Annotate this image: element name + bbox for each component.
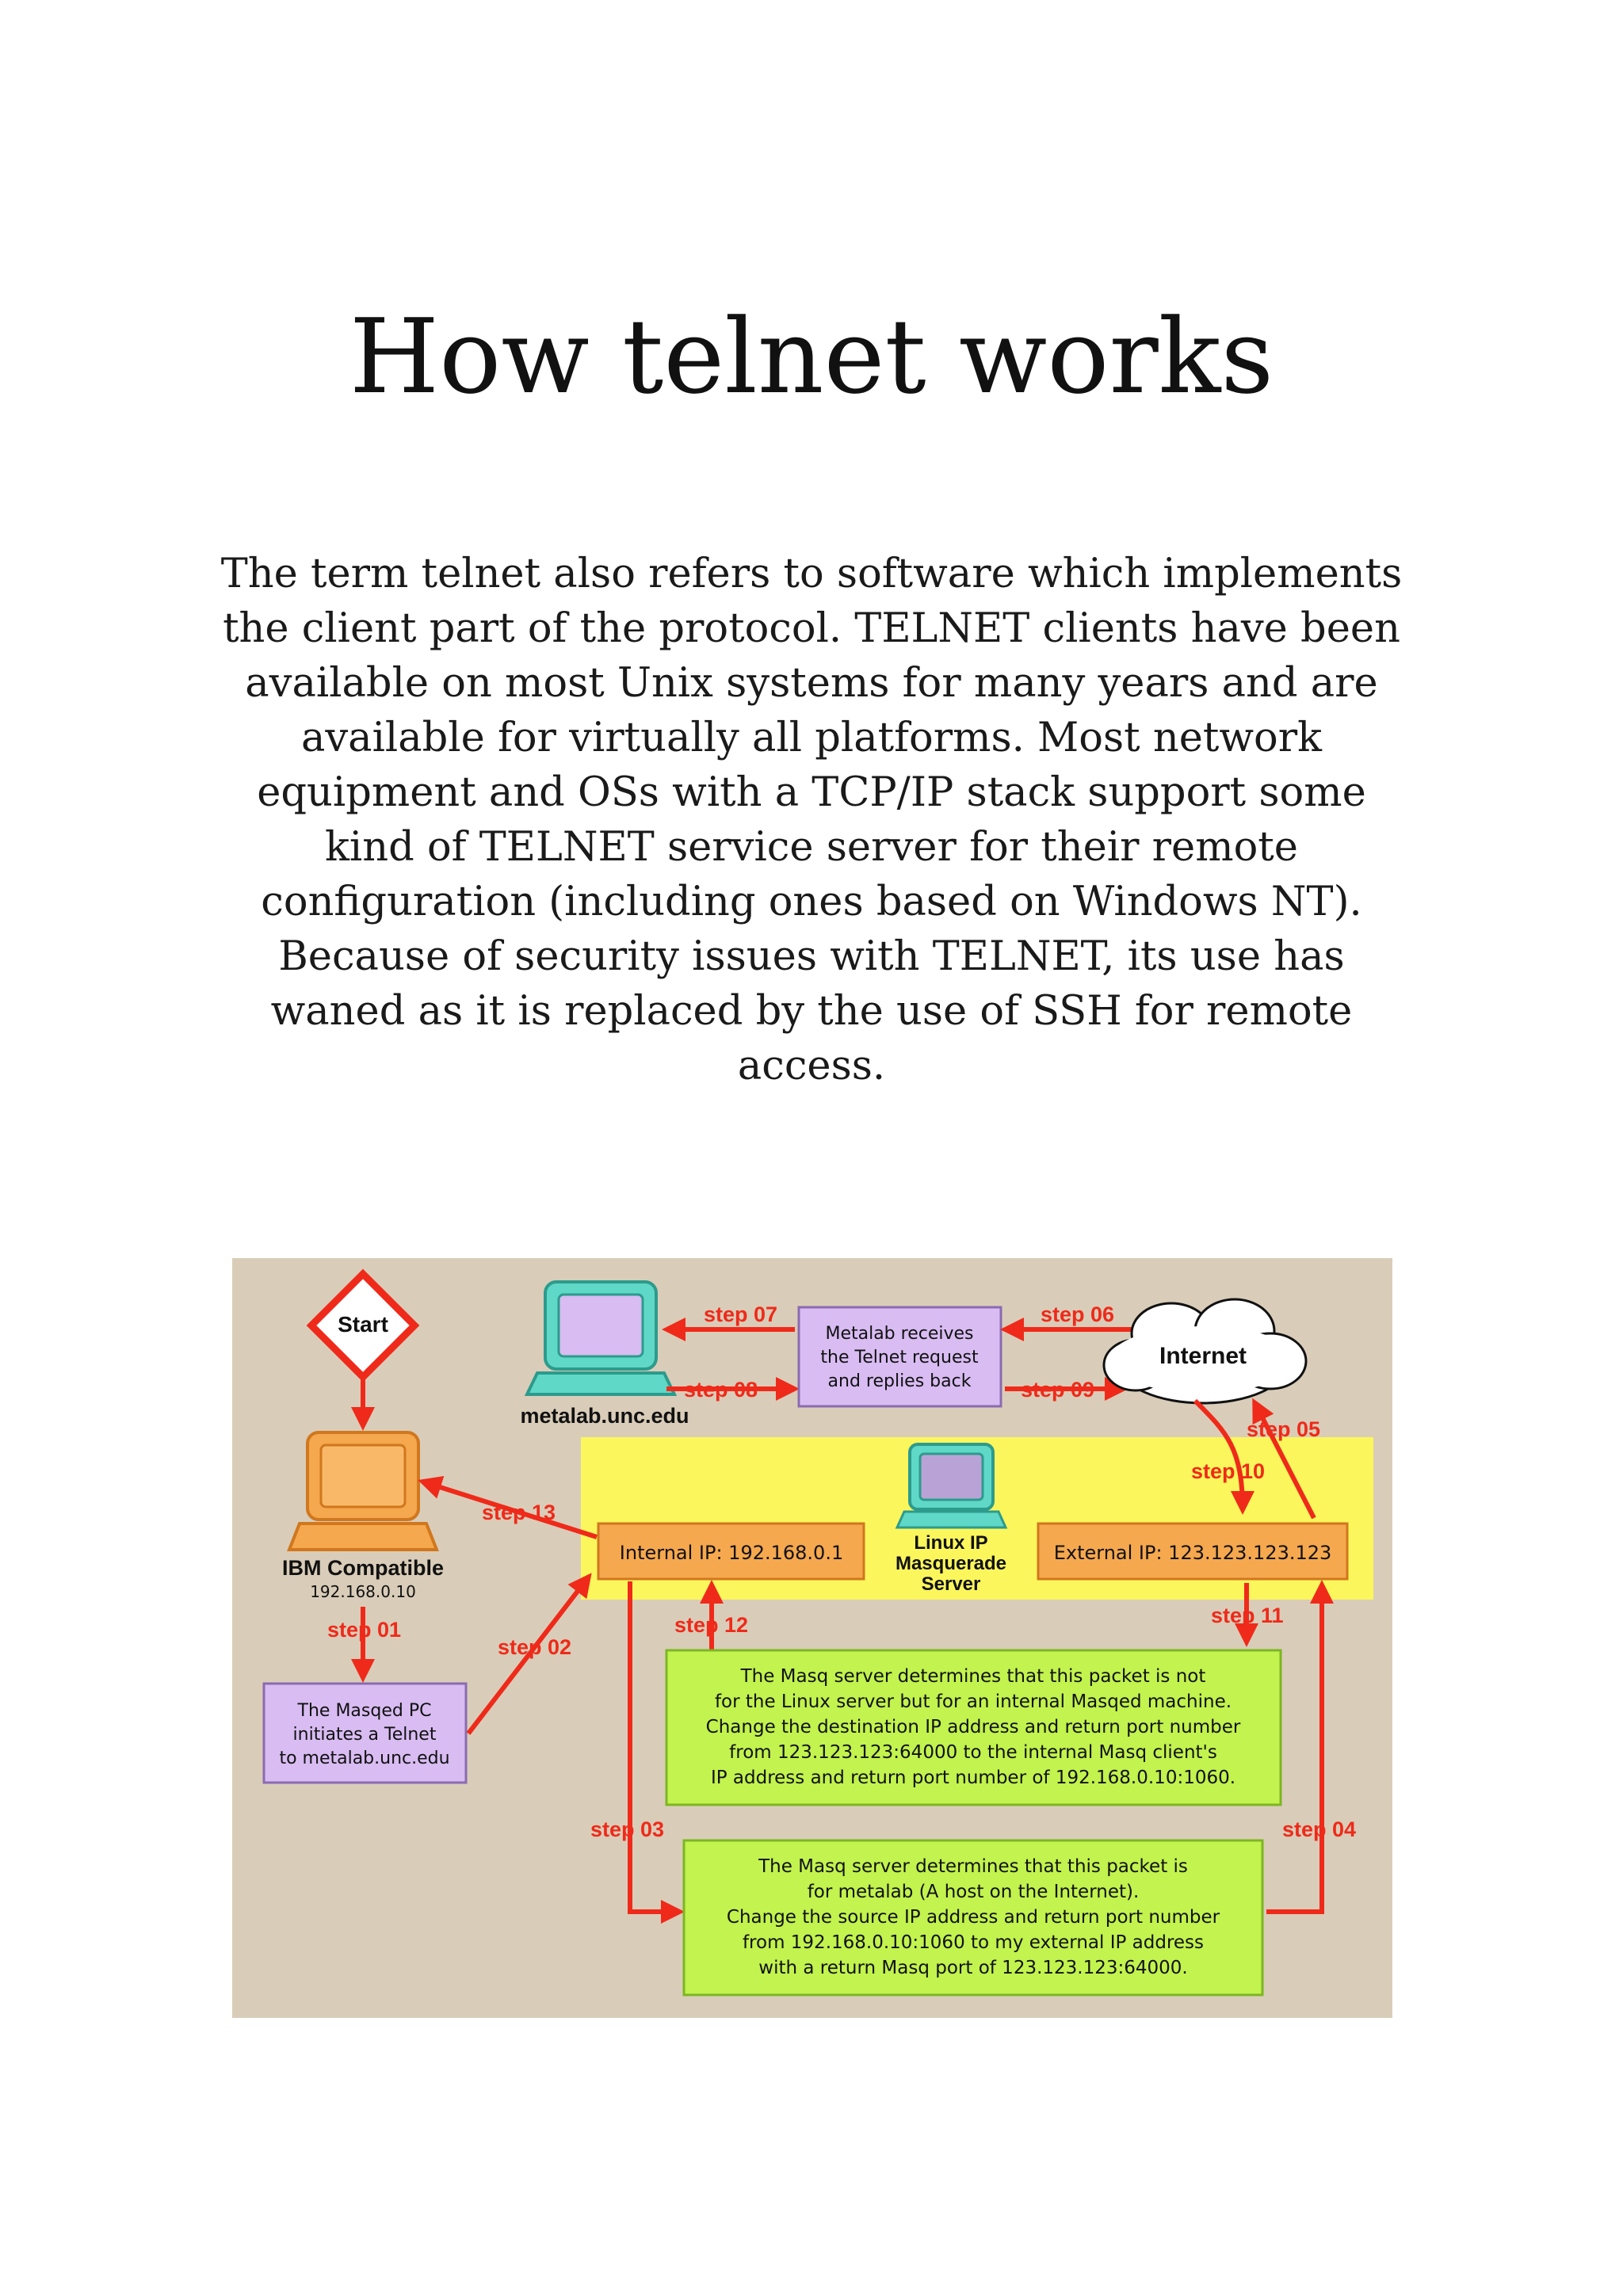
metalab-box-line-3: and replies back	[828, 1371, 972, 1391]
start-label: Start	[338, 1312, 388, 1337]
pc-box-line-2: initiates a Telnet	[293, 1725, 437, 1745]
step-11-label: step 11	[1211, 1604, 1284, 1627]
telnet-diagram: Start IBM Compatible 192.168.0.10 step 0…	[232, 1258, 1392, 2018]
ibm-ip: 192.168.0.10	[310, 1582, 416, 1601]
ibm-computer-icon	[287, 1431, 439, 1551]
step-10-label: step 10	[1191, 1459, 1265, 1483]
green1-line-5: IP address and return port number of 192…	[711, 1768, 1235, 1788]
step-08-label: step 08	[684, 1378, 758, 1402]
step-02-label: step 02	[498, 1635, 571, 1659]
step-06-label: step 06	[1041, 1302, 1114, 1326]
metalab-box-line-2: the Telnet request	[820, 1348, 979, 1367]
pc-box-line-1: The Masqed PC	[297, 1701, 432, 1721]
internal-ip-label: Internal IP: 192.168.0.1	[620, 1542, 843, 1564]
step-04-label: step 04	[1282, 1817, 1356, 1841]
arrow-step-04	[1266, 1580, 1334, 1914]
green1-line-2: for the Linux server but for an internal…	[715, 1691, 1232, 1712]
arrow-step-10	[1193, 1398, 1254, 1515]
masqed-pc-box: The Masqed PC initiates a Telnet to meta…	[262, 1682, 468, 1784]
green2-line-5: with a return Masq port of 123.123.123:6…	[758, 1958, 1187, 1978]
masq-server-line-3: Server	[922, 1573, 981, 1595]
green2-line-4: from 192.168.0.10:1060 to my external IP…	[743, 1932, 1204, 1953]
masq-server-line-1: Linux IP	[914, 1532, 987, 1554]
step-05-label: step 05	[1247, 1417, 1320, 1441]
green1-line-4: from 123.123.123:64000 to the internal M…	[729, 1742, 1217, 1763]
metalab-label: metalab.unc.edu	[520, 1404, 689, 1428]
arrow-step-03	[628, 1581, 685, 1924]
pc-box-line-3: to metalab.unc.edu	[279, 1749, 449, 1768]
step-12-label: step 12	[674, 1613, 748, 1637]
page-title: How telnet works	[349, 296, 1274, 417]
masq-outbound-note: The Masq server determines that this pac…	[682, 1839, 1264, 1997]
green2-line-1: The Masq server determines that this pac…	[758, 1856, 1188, 1877]
internal-ip-box: Internal IP: 192.168.0.1	[597, 1522, 865, 1581]
green1-line-1: The Masq server determines that this pac…	[740, 1666, 1206, 1687]
step-13-label: step 13	[482, 1501, 556, 1524]
external-ip-box: External IP: 123.123.123.123	[1037, 1522, 1349, 1581]
ibm-label: IBM Compatible	[282, 1556, 444, 1580]
masq-inbound-note: The Masq server determines that this pac…	[665, 1649, 1282, 1806]
metalab-box-line-1: Metalab receives	[825, 1324, 973, 1344]
masquerade-server-icon	[895, 1443, 1008, 1529]
step-03-label: step 03	[590, 1817, 664, 1841]
step-09-label: step 09	[1021, 1378, 1094, 1402]
arrow-step-05	[1252, 1398, 1316, 1520]
internet-label: Internet	[1159, 1343, 1247, 1369]
metalab-receives-box: Metalab receives the Telnet request and …	[797, 1306, 1002, 1408]
step-01-label: step 01	[327, 1618, 401, 1642]
arrow-step-13	[418, 1475, 598, 1539]
green2-line-3: Change the source IP address and return …	[727, 1907, 1220, 1928]
external-ip-label: External IP: 123.123.123.123	[1054, 1542, 1332, 1564]
metalab-computer-icon	[524, 1280, 678, 1396]
green1-line-3: Change the destination IP address and re…	[706, 1717, 1241, 1737]
body-paragraph: The term telnet also refers to software …	[220, 551, 1403, 1089]
green2-line-2: for metalab (A host on the Internet).	[808, 1882, 1140, 1902]
step-07-label: step 07	[704, 1302, 777, 1326]
start-node: Start	[306, 1268, 420, 1383]
masq-server-line-2: Masquerade	[896, 1553, 1006, 1574]
internet-cloud: Internet	[1102, 1298, 1308, 1405]
arrow-step-02	[466, 1573, 592, 1735]
